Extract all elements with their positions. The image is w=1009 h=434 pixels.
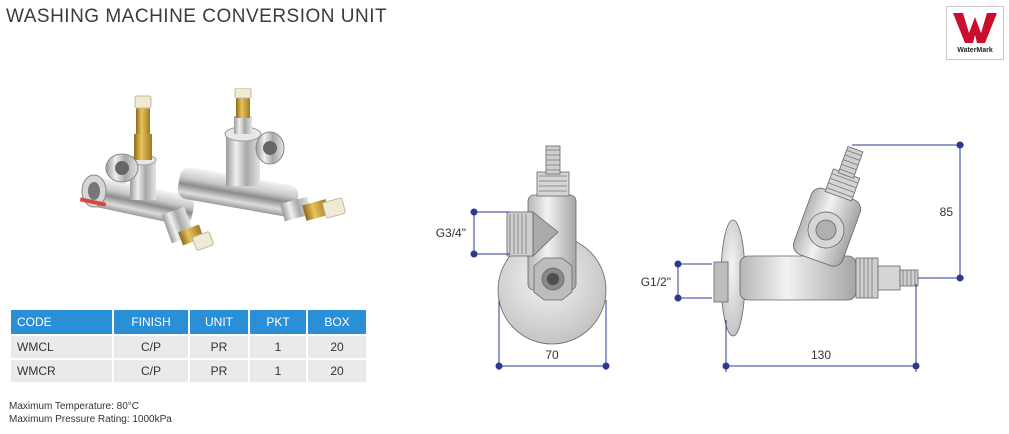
table-row: WMCR C/P PR 1 20	[11, 360, 366, 382]
side-view-drawing	[713, 145, 919, 337]
note-max-temperature: Maximum Temperature: 80°C	[9, 401, 139, 412]
dimension-lines	[470, 141, 964, 372]
column-header: BOX	[308, 310, 366, 334]
column-header: UNIT	[190, 310, 248, 334]
table-cell: C/P	[114, 336, 188, 358]
dimension-label-g12: G1/2"	[641, 275, 671, 289]
table-cell: WMCL	[11, 336, 112, 358]
watermark-label: WaterMark	[957, 47, 993, 54]
table-cell: WMCR	[11, 360, 112, 382]
column-header: PKT	[250, 310, 306, 334]
dimension-label-130: 130	[811, 348, 831, 362]
table-cell: PR	[190, 336, 248, 358]
table-cell: C/P	[114, 360, 188, 382]
table-cell: 1	[250, 360, 306, 382]
table-cell: 20	[308, 360, 366, 382]
spec-notes: Maximum Temperature: 80°C Maximum Pressu…	[9, 400, 172, 426]
product-photo	[79, 88, 346, 251]
column-header: CODE	[11, 310, 112, 334]
spec-table: CODE FINISH UNIT PKT BOX WMCL C/P PR 1 2…	[9, 308, 368, 384]
dimension-label-70: 70	[545, 348, 559, 362]
watermark-logo: WaterMark	[946, 6, 1004, 60]
table-row: WMCL C/P PR 1 20	[11, 336, 366, 358]
dimension-label-85: 85	[940, 205, 954, 219]
watermark-w-icon	[953, 13, 997, 43]
note-max-pressure: Maximum Pressure Rating: 1000kPa	[9, 414, 172, 425]
page-title: WASHING MACHINE CONVERSION UNIT	[6, 6, 388, 27]
table-header-row: CODE FINISH UNIT PKT BOX	[11, 310, 366, 334]
front-view-drawing	[497, 145, 607, 345]
table-cell: PR	[190, 360, 248, 382]
table-cell: 20	[308, 336, 366, 358]
dimension-label-g34: G3/4"	[436, 226, 466, 240]
column-header: FINISH	[114, 310, 188, 334]
table-cell: 1	[250, 336, 306, 358]
